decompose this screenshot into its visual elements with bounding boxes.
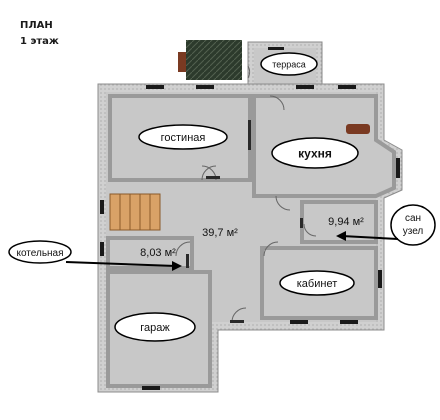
label-kitchen: кухня (271, 137, 359, 169)
roof-edge (178, 52, 188, 72)
arrow-bath (336, 231, 399, 241)
door-panels (186, 120, 303, 323)
staircase (109, 193, 161, 231)
bath-label-line: сан (405, 213, 421, 224)
floor-subtitle: 1 этаж (20, 36, 59, 47)
arrow-boiler (65, 261, 182, 271)
svg-text:кухня: кухня (298, 147, 332, 161)
label-office: кабинет (279, 270, 355, 296)
label-garage: гараж (114, 312, 196, 342)
label-bath: сан узел (390, 204, 436, 246)
doors (175, 65, 317, 323)
label-boiler: котельная (8, 240, 72, 264)
stove (346, 124, 370, 134)
area-bath: 9,94 м² (328, 216, 364, 228)
label-terrace: терраса (260, 52, 318, 76)
svg-text:кабинет: кабинет (297, 278, 337, 290)
svg-text:гостиная: гостиная (161, 132, 206, 144)
area-hall: 39,7 м² (202, 227, 238, 239)
svg-text:котельная: котельная (16, 248, 63, 259)
svg-text:гараж: гараж (140, 322, 170, 334)
bath-label-text: сан узел (403, 213, 424, 237)
windows (100, 47, 400, 390)
chimney-roof (186, 40, 242, 80)
label-living: гостиная (138, 124, 228, 150)
area-boiler: 8,03 м² (140, 247, 176, 259)
svg-text:терраса: терраса (272, 60, 306, 70)
plan-title: ПЛАН (20, 20, 53, 31)
bath-label-line: узел (403, 226, 424, 237)
boiler-room (106, 236, 194, 270)
